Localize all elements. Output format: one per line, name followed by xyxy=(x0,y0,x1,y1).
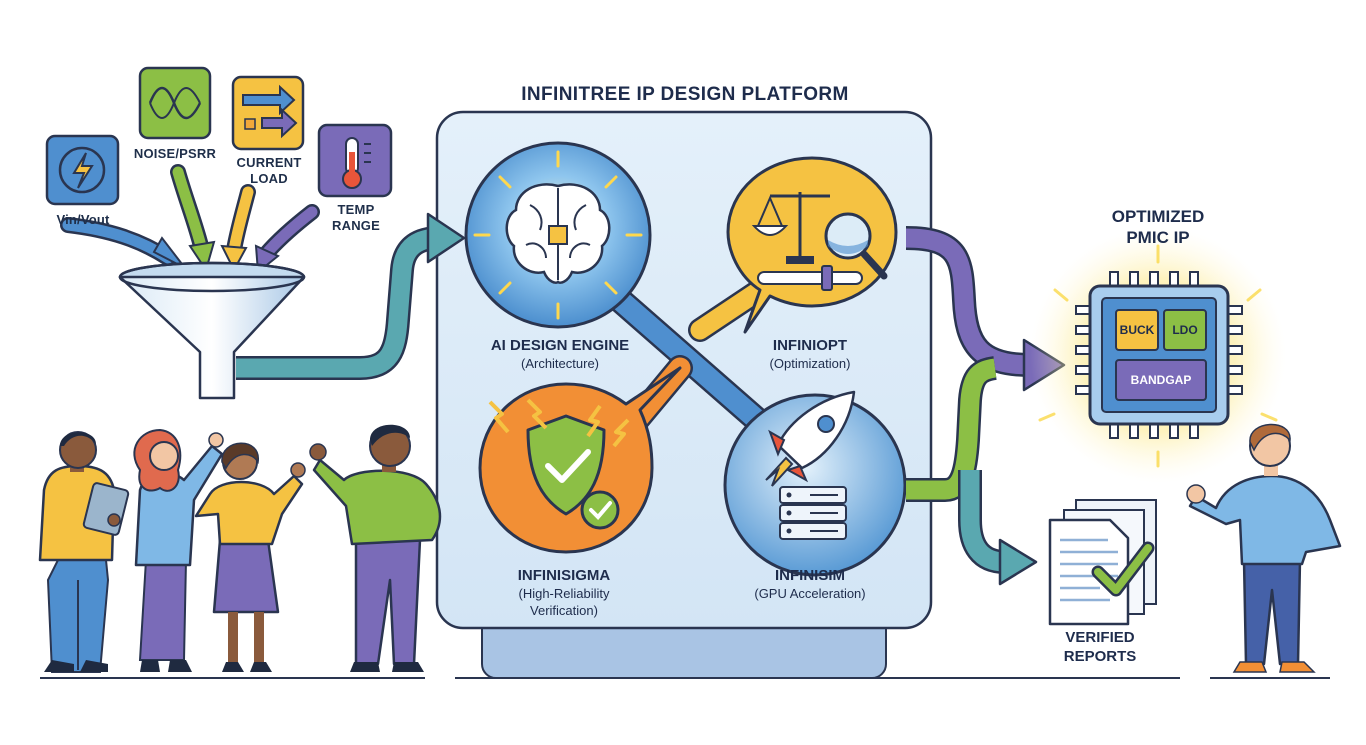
platform-title: INFINITREE IP DESIGN PLATFORM xyxy=(521,84,849,105)
pmic-chip xyxy=(1030,227,1286,483)
bandgap-block xyxy=(1115,359,1207,401)
vin-vout-icon xyxy=(45,134,120,206)
infinisigma-icon xyxy=(478,366,682,554)
person-thumbs-up xyxy=(1186,423,1342,673)
funnel-to-platform-arrow xyxy=(236,212,466,380)
infinisigma-label: INFINISIGMA (High-Reliability Verificati… xyxy=(517,567,611,618)
reports-icon xyxy=(1048,499,1157,626)
infiniopt-label: INFINIOPT (Optimization) xyxy=(769,337,851,371)
temp-range-label: TEMP RANGE xyxy=(332,202,380,233)
person-green-shirt xyxy=(309,424,442,672)
person-tablet xyxy=(38,431,130,673)
vin-vout-label: Vin/Vout xyxy=(56,212,110,227)
ldo-block xyxy=(1163,309,1207,351)
noise-psrr-icon xyxy=(138,66,212,140)
current-load-label: CURRENT LOAD xyxy=(236,155,302,186)
ai-design-engine-label: AI DESIGN ENGINE (Architecture) xyxy=(490,337,630,371)
noise-psrr-label: NOISE/PSRR xyxy=(133,146,217,161)
person-red-hair xyxy=(133,428,224,672)
person-yellow-top xyxy=(194,442,306,672)
infiniopt-icon xyxy=(726,156,898,334)
input-arrows xyxy=(60,164,320,274)
output-arrows xyxy=(905,226,1066,586)
infinisim-label: INFINISIM (GPU Acceleration) xyxy=(754,567,866,601)
ldo-label: LDO xyxy=(1172,323,1198,337)
funnel xyxy=(118,261,306,400)
reports-title: VERIFIED REPORTS xyxy=(1063,629,1137,665)
current-load-icon xyxy=(231,75,305,151)
pmic-title: OPTIMIZED PMIC IP xyxy=(1111,207,1205,247)
bandgap-label: BANDGAP xyxy=(1130,373,1192,387)
infinisim-icon xyxy=(723,390,907,577)
ai-design-engine-icon xyxy=(464,141,652,329)
temp-range-icon xyxy=(317,123,393,198)
buck-label: BUCK xyxy=(1119,323,1155,337)
buck-block xyxy=(1115,309,1159,351)
